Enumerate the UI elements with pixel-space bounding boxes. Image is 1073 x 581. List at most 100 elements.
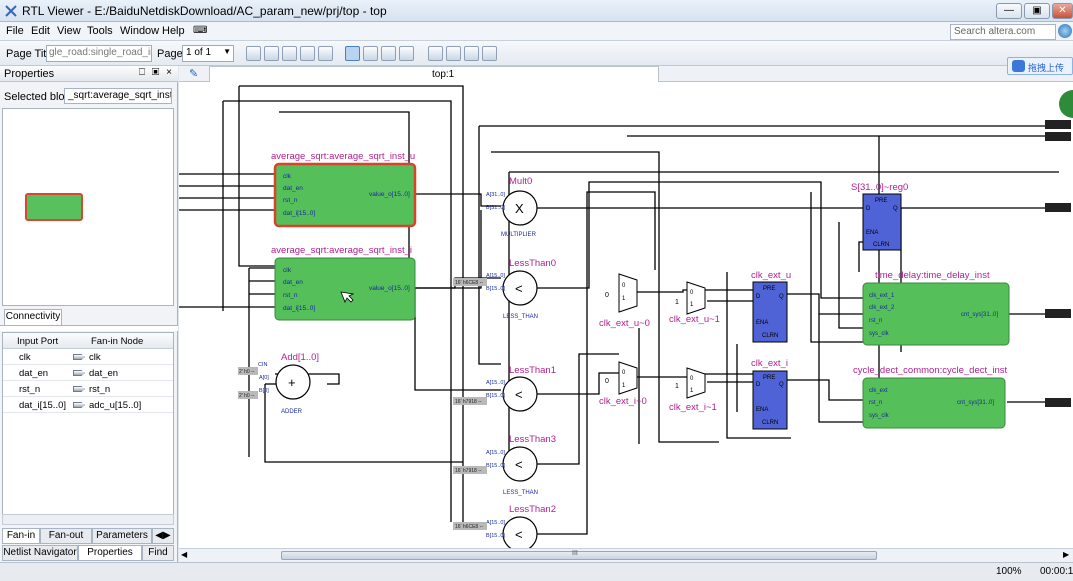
mux-clk-ext-i-1[interactable]: 0 1 1 clk_ext_i~1: [669, 367, 717, 413]
scroll-right-icon[interactable]: ▶: [1063, 550, 1070, 559]
scrollbar-thumb[interactable]: III: [281, 550, 877, 560]
op-input-a: A[15..0]: [486, 380, 505, 386]
globe-icon[interactable]: [1058, 24, 1072, 38]
const-label: 2' h0 --: [239, 369, 255, 375]
table-row[interactable]: dat_i[15..0]adc_u[15..0]: [3, 397, 173, 413]
pin-tab-icon[interactable]: ✎: [189, 68, 199, 80]
tab-fan-in[interactable]: Fan-in: [2, 528, 40, 544]
port-name: dat_i[15..0]: [19, 400, 67, 411]
forward-icon[interactable]: [282, 46, 297, 61]
canvas-scrollbar[interactable]: ◀ III ▶: [179, 548, 1073, 562]
minimize-button[interactable]: —: [996, 3, 1022, 19]
thumbnail-block-shape: [25, 193, 83, 221]
block-name: time_delay:time_delay_inst: [875, 270, 990, 281]
block-cycle-dect[interactable]: cycle_dect_common:cycle_dect_inst clk_ex…: [853, 365, 1008, 429]
op-lessthan2[interactable]: LessThan2 < A[15..0] B[15..0] 16' h6CE8 …: [453, 504, 556, 548]
fan-in-node: clk: [89, 352, 101, 363]
op-name: LessThan1: [509, 365, 556, 376]
op-input-b: B[15..0]: [486, 533, 505, 539]
export-icon[interactable]: [482, 46, 497, 61]
close-button[interactable]: ✕: [1052, 3, 1073, 19]
tab-parameters[interactable]: Parameters: [92, 528, 152, 544]
search-input[interactable]: Search altera.com: [950, 24, 1056, 40]
port-in: clk: [283, 267, 292, 274]
op-type: ADDER: [281, 409, 303, 415]
block-average-sqrt-i[interactable]: average_sqrt:average_sqrt_inst_i clk dat…: [271, 245, 416, 321]
mux-input-1: 1: [622, 296, 626, 302]
zoom-tool-icon[interactable]: [363, 46, 378, 61]
register-s-reg0[interactable]: S[31..0]~reg0 PRE D Q ENA CLRN: [851, 182, 908, 251]
upload-button[interactable]: 拖拽上传: [1007, 57, 1073, 75]
block-average-sqrt-u[interactable]: average_sqrt:average_sqrt_inst_u clk dat…: [271, 151, 417, 228]
menu-tools[interactable]: Tools: [87, 25, 113, 37]
port-table-header: Input Port Fan-in Node: [3, 333, 173, 349]
menu-view[interactable]: View: [57, 25, 81, 37]
scroll-left-icon[interactable]: ◀: [181, 550, 188, 559]
tab-properties[interactable]: Properties: [78, 545, 142, 561]
page-title-field[interactable]: gle_road:single_road_inst3: [46, 45, 152, 62]
port-in: clk_ext_1: [869, 293, 895, 299]
port-in: clk_ext: [869, 388, 888, 394]
chevron-down-icon: ▼: [223, 47, 231, 56]
find-icon[interactable]: [428, 46, 443, 61]
op-lessthan1[interactable]: LessThan1 < A[15..0] B[15..0] 16' h7918 …: [453, 365, 556, 412]
pin-q: Q: [779, 294, 784, 300]
tab-top-1[interactable]: top:1: [209, 66, 659, 82]
scrollbar-grip: III: [572, 550, 578, 557]
menu-edit[interactable]: Edit: [31, 25, 50, 37]
mux-name: clk_ext_u~1: [669, 314, 720, 325]
menu-help[interactable]: Help: [162, 25, 185, 37]
selected-block-field[interactable]: _sqrt:average_sqrt_inst_u: [64, 88, 172, 104]
block-name: cycle_dect_common:cycle_dect_inst: [853, 365, 1008, 376]
schematic-canvas[interactable]: average_sqrt:average_sqrt_inst_u clk dat…: [179, 82, 1073, 548]
pin-icon: [73, 370, 85, 376]
go-down-hierarchy-icon[interactable]: [318, 46, 333, 61]
help-topic-icon[interactable]: ⌨: [193, 25, 208, 36]
register-clk-ext-i[interactable]: clk_ext_i PRE D Q ENA CLRN: [751, 358, 788, 430]
table-scrollbar[interactable]: [2, 514, 174, 525]
op-lessthan0[interactable]: LessThan0 < A[15..0] B[15..0] 16' h6CE8 …: [453, 258, 556, 320]
pin-d: D: [756, 294, 761, 300]
zoom-level: 100%: [996, 566, 1022, 577]
menu-file[interactable]: File: [6, 25, 24, 37]
mux-input-0: 0: [690, 376, 694, 382]
maximize-button[interactable]: ▣: [1024, 3, 1050, 19]
port-name: dat_en: [19, 368, 49, 379]
tab-find[interactable]: Find: [142, 545, 174, 561]
netlist-icon[interactable]: [446, 46, 461, 61]
selection-tool-icon[interactable]: [345, 46, 360, 61]
go-up-hierarchy-icon[interactable]: [300, 46, 315, 61]
tab-connectivity[interactable]: Connectivity: [4, 309, 62, 325]
hand-tool-icon[interactable]: [399, 46, 414, 61]
tab-netlist-navigator[interactable]: Netlist Navigator: [2, 545, 78, 561]
back-icon[interactable]: [264, 46, 279, 61]
op-input-a: A[15..0]: [486, 450, 505, 456]
port-out: value_o[15..0]: [369, 285, 410, 292]
zoom-fit-icon[interactable]: [381, 46, 396, 61]
filter-icon[interactable]: [464, 46, 479, 61]
tab-scroll-arrows[interactable]: ◀▶: [152, 528, 174, 544]
mux-clk-ext-i-0[interactable]: 0 1 0 clk_ext_i~0: [599, 361, 647, 407]
pin-ena: ENA: [866, 230, 878, 236]
op-lessthan3[interactable]: LessThan3 < A[15..0] B[15..0] 16' h7918 …: [453, 434, 556, 496]
mux-clk-ext-u-1[interactable]: 0 1 1 clk_ext_u~1: [669, 281, 720, 325]
panel-controls[interactable]: ⎕ ▣ ×: [138, 67, 174, 78]
page-select[interactable]: 1 of 1▼: [182, 45, 234, 62]
mux-clk-ext-u-0[interactable]: 0 1 0 clk_ext_u~0: [599, 273, 650, 329]
block-time-delay[interactable]: time_delay:time_delay_inst clk_ext_1 clk…: [862, 270, 1010, 346]
pin-d: D: [756, 382, 761, 388]
pin-icon: [73, 354, 85, 360]
tab-fan-out[interactable]: Fan-out: [40, 528, 92, 544]
op-adder[interactable]: Add[1..0] + CIN A[0] B[0] 2' h0 -- 2' h0…: [238, 352, 319, 415]
menu-window[interactable]: Window: [120, 25, 160, 37]
op-input-b: B[0]: [259, 388, 269, 394]
op-mult0[interactable]: Mult0 X A[31..0] B[31..0] MULTIPLIER: [486, 176, 538, 238]
refresh-icon[interactable]: [246, 46, 261, 61]
register-clk-ext-u[interactable]: clk_ext_u PRE D Q ENA CLRN: [751, 270, 791, 343]
toolbar: Page Title: gle_road:single_road_inst3 P…: [0, 41, 1073, 66]
mux-input-0: 0: [622, 370, 626, 376]
